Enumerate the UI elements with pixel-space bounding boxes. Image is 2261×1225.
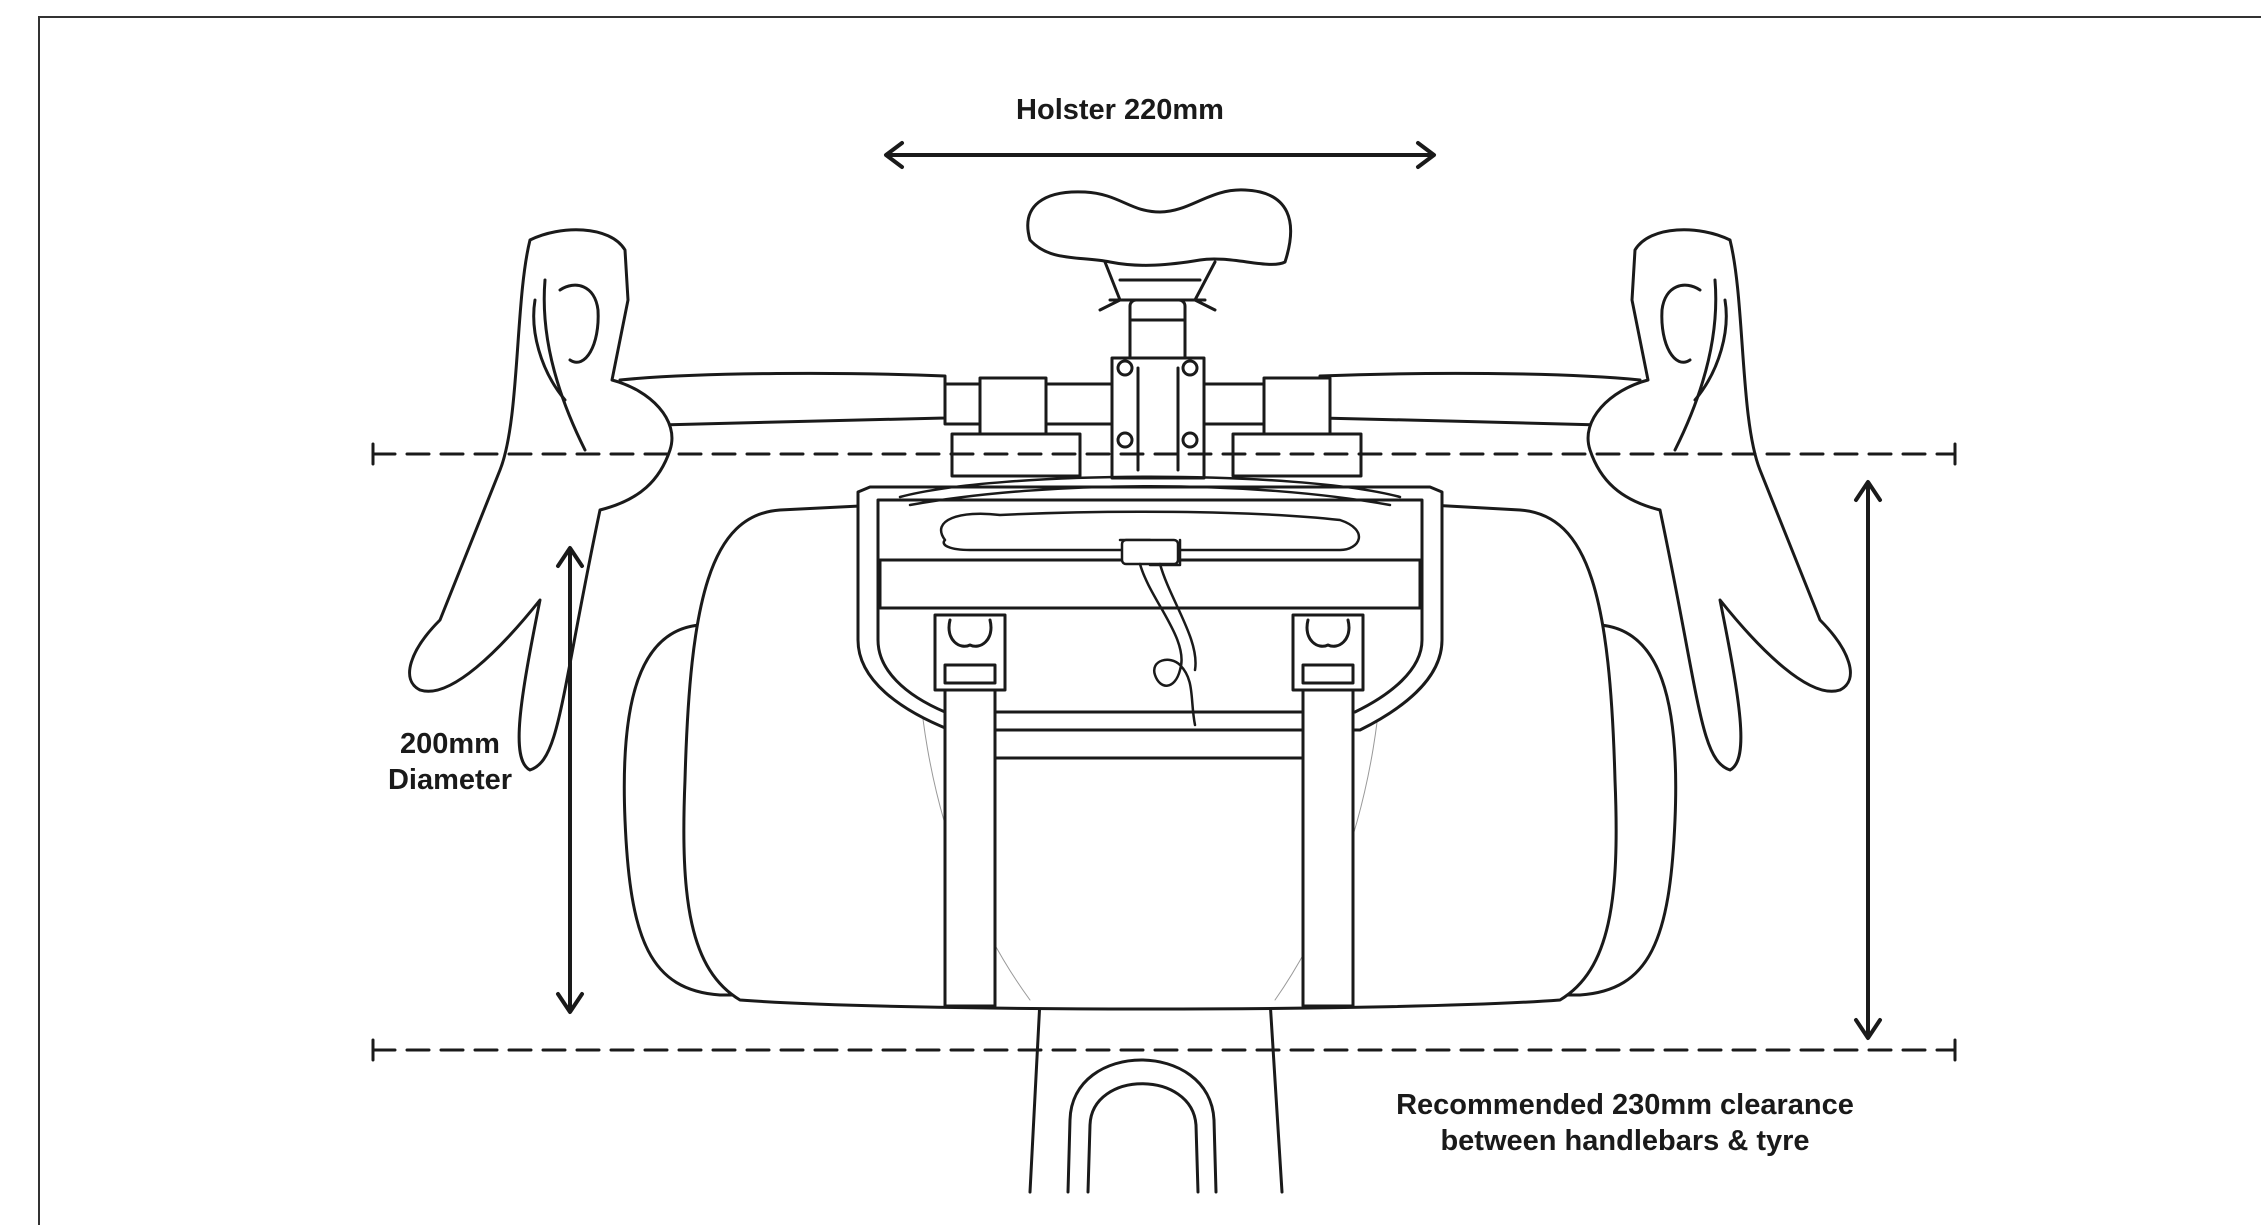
diameter-label: 200mm Diameter: [330, 726, 570, 799]
clearance-line-1: Recommended 230mm clearance: [1396, 1089, 1854, 1121]
diameter-caption: Diameter: [387, 764, 513, 797]
diameter-value: 200mm: [400, 728, 500, 760]
bungee-cord: [898, 475, 1402, 727]
diameter-arrow: [556, 546, 584, 1014]
clearance-line-2: between handlebars & tyre: [1440, 1125, 1810, 1158]
clearance-label: Recommended 230mm clearance between hand…: [1300, 1087, 1950, 1160]
left-brake-lever: [408, 228, 674, 772]
right-brake-lever: [1586, 228, 1852, 772]
clearance-arrow: [1854, 480, 1882, 1040]
head-tube: [1028, 998, 1284, 1194]
straps: [933, 613, 1365, 1008]
stem: [1110, 356, 1206, 480]
holster-width-text: Holster 220mm: [1016, 94, 1224, 126]
holster-width-arrow: [884, 141, 1436, 169]
diagram-frame: [38, 16, 2261, 1225]
holster-width-label: Holster 220mm: [940, 92, 1300, 128]
clearance-reference-lines: [371, 442, 1957, 1062]
